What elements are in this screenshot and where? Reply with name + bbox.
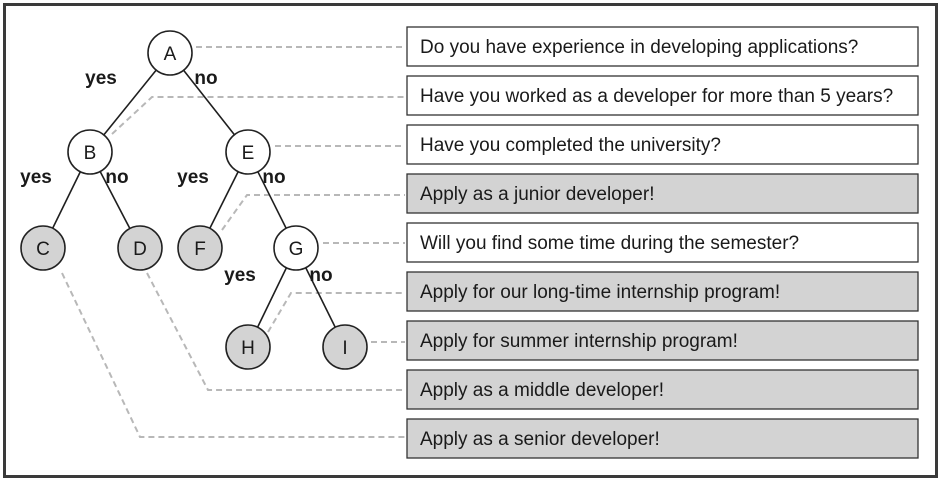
edge-labels-layer: yes no yes no yes no yes no [20,68,332,286]
question-box-b [406,75,919,116]
box-text-d: Apply as a middle developer! [420,380,664,401]
box-text-h: Apply for our long-time internship progr… [420,282,780,303]
box-text-b: Have you worked as a developer for more … [420,86,893,107]
edge-label-a-e: no [194,68,217,89]
node-c: C [20,225,66,271]
box-h: Apply for our long-time internship progr… [406,271,919,312]
node-circle-h [225,324,271,370]
node-circle-g [273,225,319,271]
node-label-e: E [242,143,255,164]
connector-d [146,272,405,391]
node-circle-f [177,225,223,271]
node-circle-d [117,225,163,271]
box-g: Will you find some time during the semes… [406,222,919,263]
question-box-g [406,222,919,263]
node-label-d: D [133,239,147,260]
connector-f [221,194,405,231]
box-b: Have you worked as a developer for more … [406,75,919,116]
node-circle-b [67,129,113,175]
edge-label-g-h: yes [224,265,256,286]
edge-label-b-d: no [105,167,128,188]
edge-label-a-b: yes [85,68,117,89]
node-circle-c [20,225,66,271]
box-text-a: Do you have experience in developing app… [420,37,858,58]
box-text-c: Apply as a senior developer! [420,429,660,450]
answer-box-d [406,369,919,410]
question-box-e [406,124,919,165]
node-e: E [225,129,271,175]
node-label-a: A [164,44,177,65]
node-circle-a [147,30,193,76]
box-a: Do you have experience in developing app… [406,26,919,67]
node-f: F [177,225,223,271]
node-circle-e [225,129,271,175]
connector-c [61,272,405,438]
answer-box-f [406,173,919,214]
node-a: A [147,30,193,76]
node-label-f: F [194,239,206,260]
box-text-i: Apply for summer internship program! [420,331,738,352]
edge-label-e-f: yes [177,167,209,188]
question-box-a [406,26,919,67]
node-label-g: G [289,239,304,260]
box-text-e: Have you completed the university? [420,135,721,156]
node-g: G [273,225,319,271]
answer-box-c [406,418,919,459]
node-d: D [117,225,163,271]
nodes-layer: A B E C D F G H I [20,30,368,370]
edge-label-g-i: no [309,265,332,286]
edge-label-b-c: yes [20,167,52,188]
connector-h [267,292,405,333]
box-i: Apply for summer internship program! [406,320,919,361]
box-text-g: Will you find some time during the semes… [420,233,799,254]
answer-box-i [406,320,919,361]
node-i: I [322,324,368,370]
connector-b [111,96,405,135]
node-h: H [225,324,271,370]
box-d: Apply as a middle developer! [406,369,919,410]
node-label-h: H [241,338,255,359]
box-e: Have you completed the university? [406,124,919,165]
edge-label-e-g: no [262,167,285,188]
node-b: B [67,129,113,175]
answer-box-h [406,271,919,312]
box-c: Apply as a senior developer! [406,418,919,459]
node-label-i: I [342,338,347,359]
node-label-c: C [36,239,50,260]
boxes-layer: Do you have experience in developing app… [406,26,919,459]
node-circle-i [322,324,368,370]
box-f: Apply as a junior developer! [406,173,919,214]
node-label-b: B [84,143,97,164]
connectors-layer [61,46,405,438]
box-text-f: Apply as a junior developer! [420,184,654,205]
